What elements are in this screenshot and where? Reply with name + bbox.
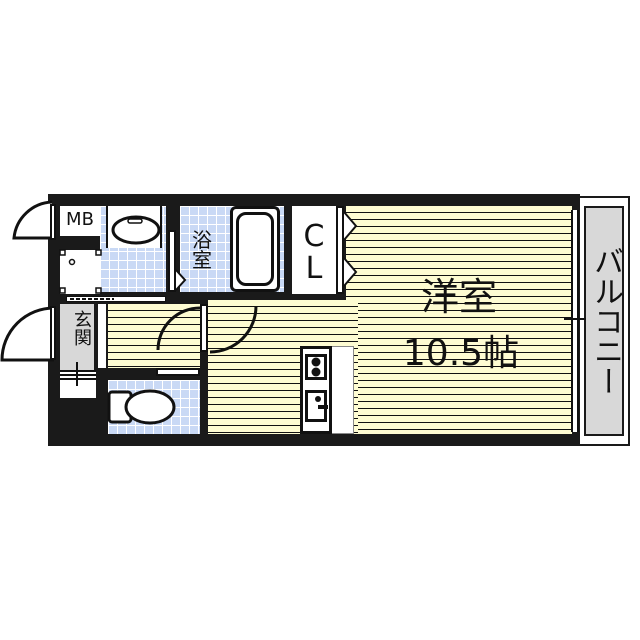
bathtub-inner bbox=[236, 212, 274, 286]
entrance-label: 玄関 bbox=[71, 310, 92, 346]
toilet-room bbox=[108, 380, 200, 434]
toilet-icon bbox=[107, 389, 176, 425]
drain-icon bbox=[59, 249, 102, 294]
western-room-size: 10.5帖 bbox=[402, 333, 520, 374]
washbasin-icon bbox=[111, 215, 161, 245]
stove bbox=[305, 354, 327, 380]
stove-burner-icon bbox=[311, 357, 321, 377]
hallway-wall-panel bbox=[98, 304, 106, 368]
closet-label-c: C bbox=[303, 219, 325, 254]
washroom-sliding-door[interactable] bbox=[66, 296, 166, 302]
meter-box-door[interactable] bbox=[50, 204, 56, 240]
bathroom-label: 浴室 bbox=[192, 228, 212, 272]
hallway bbox=[108, 304, 200, 368]
window-mark bbox=[564, 318, 586, 320]
entrance-step-post bbox=[76, 362, 78, 386]
closet-door-arrows bbox=[343, 211, 358, 287]
entrance-door[interactable] bbox=[50, 306, 56, 360]
room-door-swing[interactable] bbox=[156, 304, 266, 374]
western-room bbox=[346, 206, 572, 434]
bathroom-door-arrow bbox=[175, 269, 187, 291]
closet bbox=[292, 206, 338, 294]
entrance-step-lines bbox=[60, 370, 96, 380]
room-door-frame bbox=[200, 304, 208, 352]
entrance bbox=[60, 304, 94, 370]
entrance-door-swing[interactable] bbox=[0, 306, 56, 366]
balcony-window[interactable] bbox=[571, 210, 579, 432]
balcony bbox=[584, 206, 624, 436]
balcony-label: バルコニー bbox=[588, 246, 623, 396]
closet-door[interactable] bbox=[336, 206, 344, 294]
sliding-door-dashes bbox=[70, 298, 114, 300]
meter-box-label: MB bbox=[66, 209, 94, 230]
meter-box bbox=[60, 206, 100, 236]
western-room-name: 洋室 bbox=[420, 275, 497, 319]
washing-machine-pan bbox=[60, 250, 100, 294]
toilet-door[interactable] bbox=[156, 368, 200, 376]
meter-box-door-swing[interactable] bbox=[10, 198, 54, 250]
faucet-icon bbox=[315, 396, 328, 409]
closet-label-l: L bbox=[305, 251, 323, 286]
bathroom-door[interactable] bbox=[168, 230, 176, 292]
